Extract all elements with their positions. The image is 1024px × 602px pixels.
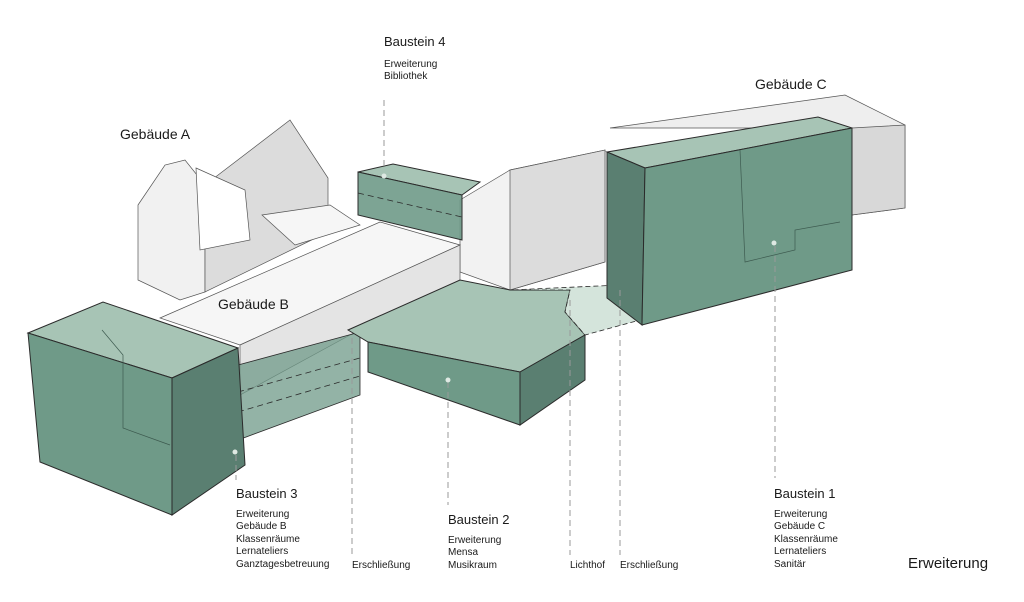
erschliessung-left-label: Erschließung bbox=[352, 560, 411, 571]
module-1-volume bbox=[605, 116, 853, 327]
module-4-volume bbox=[357, 163, 482, 241]
module-2-line: Musikraum bbox=[448, 559, 497, 571]
module-3-title: Baustein 3 bbox=[236, 486, 298, 501]
module-1-line: Gebäude C bbox=[774, 521, 826, 533]
module-2-details: Erweiterung Mensa Musikraum bbox=[448, 535, 509, 572]
module-4-details: Erweiterung Bibliothek bbox=[384, 59, 445, 84]
module-3-label: Baustein 3 Erweiterung Gebäude B Klassen… bbox=[236, 486, 329, 571]
module-1-title: Baustein 1 bbox=[774, 486, 836, 501]
building-a-label: Gebäude A bbox=[120, 126, 191, 142]
lichthof-label: Lichthof bbox=[570, 560, 606, 571]
module-4-title: Baustein 4 bbox=[384, 34, 446, 49]
module-2-label: Baustein 2 Erweiterung Mensa Musikraum bbox=[448, 512, 509, 572]
legend-label: Erweiterung bbox=[908, 555, 989, 572]
module-3-line: Erweiterung bbox=[236, 509, 290, 520]
leader-dots bbox=[381, 173, 451, 383]
module-2-line: Erweiterung bbox=[448, 535, 502, 546]
module-3-line: Ganztagesbetreuung bbox=[236, 558, 330, 570]
module-4-label: Baustein 4 Erweiterung Bibliothek bbox=[384, 34, 445, 84]
module-4-line: Bibliothek bbox=[384, 71, 428, 83]
module-2-volume bbox=[346, 279, 641, 426]
module-2-line: Mensa bbox=[448, 547, 479, 559]
module-3-line: Lernateliers bbox=[236, 546, 289, 558]
module-1-line: Lernateliers bbox=[774, 546, 827, 558]
module-4-line: Erweiterung bbox=[384, 59, 438, 70]
module-1-line: Klassenräume bbox=[774, 533, 838, 545]
module-1-line: Erweiterung bbox=[774, 509, 828, 520]
building-a-volume bbox=[137, 119, 361, 301]
module-1-line: Sanitär bbox=[774, 558, 806, 570]
module-1-label: Baustein 1 Erweiterung Gebäude C Klassen… bbox=[774, 486, 838, 571]
connector-volume bbox=[459, 149, 606, 291]
module-3-line: Klassenräume bbox=[236, 533, 300, 545]
module-1-details: Erweiterung Gebäude C Klassenräume Lerna… bbox=[774, 509, 838, 571]
erschliessung-right-label: Erschließung bbox=[620, 560, 679, 571]
module-2-title: Baustein 2 bbox=[448, 512, 510, 527]
module-3-volume bbox=[26, 301, 246, 516]
module-3-line: Gebäude B bbox=[236, 521, 287, 533]
leader-lines bbox=[235, 100, 776, 555]
building-c-label: Gebäude C bbox=[755, 76, 827, 92]
module-3-details: Erweiterung Gebäude B Klassenräume Lerna… bbox=[236, 509, 329, 571]
building-b-label: Gebäude B bbox=[218, 296, 289, 312]
